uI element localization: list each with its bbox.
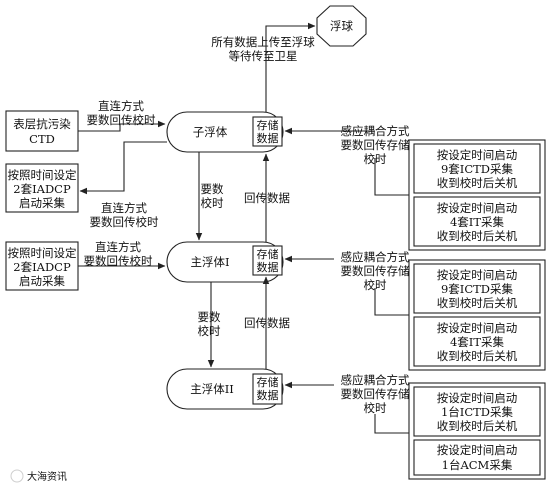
right-group-1-box-1-line1: 按设定时间启动 — [437, 148, 518, 162]
adcp-mid-box-line3: 启动采集 — [19, 274, 65, 288]
request-label-a-line2: 校时 — [201, 196, 224, 210]
adcp-mid-box-line1: 按照时间设定 — [8, 246, 77, 260]
right-group-1-box-1 — [413, 143, 541, 194]
direct-label-b-line1: 直连方式 — [101, 201, 147, 215]
upload-to-buoy-arrow — [265, 22, 316, 112]
right-group-1-box-2-line2: 4套IT采集 — [450, 215, 505, 229]
return-label-a: 回传数据 — [244, 191, 290, 205]
right-group-3-box-1-line1: 按设定时间启动 — [437, 391, 518, 405]
ctd-box: 表层抗污染 CTD — [5, 110, 79, 152]
inductive-connector-a — [374, 158, 409, 196]
adcp-top-box-line1: 按照时间设定 — [8, 168, 77, 182]
right-group-2-box-1-line3: 收到校时后关机 — [437, 296, 518, 310]
right-group-3-box-2-line2: 1台ACM采集 — [442, 458, 513, 472]
request-label-a-line1: 要数 — [201, 182, 224, 196]
adcp-top-box-line3: 启动采集 — [19, 196, 65, 210]
adcp-top-box-line2: 2套IADCP — [13, 182, 71, 196]
sub-buoy-storage-box — [252, 116, 283, 147]
inductive-connector-c — [374, 414, 409, 434]
main-buoy-2-storage-line2: 数据 — [257, 388, 279, 402]
main-buoy-1-node: 主浮体I 存储 数据 — [166, 241, 284, 283]
upload-note-line1: 所有数据上传至浮球 — [211, 35, 315, 49]
buoy-node: 浮球 — [316, 5, 367, 47]
right-group-1-box-1-line2: 9套ICTD采集 — [441, 162, 514, 176]
inductive-label-c-line2: 要数回传存储 — [341, 387, 410, 401]
ctd-box-rect — [5, 110, 79, 152]
right-group-3-box-1-line2: 1台ICTD采集 — [441, 405, 514, 419]
right-group-2-box-2-line3: 收到校时后关机 — [437, 349, 518, 363]
adcp-mid-box-line2: 2套IADCP — [13, 260, 71, 274]
watermark-logo-icon — [10, 469, 24, 483]
adcp-top-box-rect — [5, 163, 79, 213]
direct-label-c-line1: 直连方式 — [95, 240, 141, 254]
request-label-b-line1: 要数 — [198, 310, 221, 324]
adcp-mid-box: 按照时间设定 2套IADCP 启动采集 — [5, 241, 79, 291]
direct-label-a-line2: 要数回传校时 — [87, 113, 156, 127]
right-group-2-box-2-line1: 按设定时间启动 — [437, 321, 518, 335]
ctd-box-line2: CTD — [29, 132, 55, 146]
inductive-label-c-line3: 校时 — [364, 401, 387, 415]
inductive-label-b-line2: 要数回传存储 — [341, 264, 410, 278]
ctd-box-line1: 表层抗污染 — [13, 117, 71, 131]
buoy-octagon — [316, 5, 367, 47]
right-group-1-box-2-line3: 收到校时后关机 — [437, 229, 518, 243]
watermark-text: 大海资讯 — [27, 470, 67, 483]
right-group-2-box-1-line1: 按设定时间启动 — [437, 268, 518, 282]
right-group-2-box-2 — [413, 316, 541, 367]
sub-buoy-storage-line2: 数据 — [257, 131, 279, 145]
inductive-label-a-line3: 校时 — [364, 152, 387, 166]
right-group-3: 按设定时间启动 1台ICTD采集 收到校时后关机 按设定时间启动 1台ACM采集 — [408, 382, 546, 480]
inductive-connector-b — [374, 288, 409, 316]
main-buoy-2-node: 主浮体II 存储 数据 — [166, 368, 284, 410]
inductive-label-a-line2: 要数回传存储 — [341, 138, 410, 152]
ctd-to-sub-buoy-arrow — [78, 120, 166, 132]
main-buoy-2-storage-box — [252, 373, 283, 405]
main-buoy-1-label: 主浮体I — [190, 255, 229, 269]
adcp-mid-box-rect — [5, 241, 79, 291]
main-buoy-1-storage-box — [252, 245, 283, 276]
return-label-b: 回传数据 — [244, 316, 290, 330]
right-group-3-box-2-line1: 按设定时间启动 — [437, 443, 518, 457]
watermark: 大海资讯 — [10, 469, 67, 483]
main-buoy-2-storage-line1: 存储 — [257, 375, 279, 389]
request-label-b-line2: 校时 — [198, 324, 221, 338]
right-group-2-box-2-line2: 4套IT采集 — [450, 335, 505, 349]
right-group-2-box-1-line2: 9套ICTD采集 — [441, 282, 514, 296]
right-group-3-box-2 — [413, 439, 541, 476]
right-group-3-box-1-line3: 收到校时后关机 — [437, 419, 518, 433]
sub-buoy-to-adcp-arrow — [79, 141, 167, 195]
inductive-label-a-line1: 感应耦合方式 — [341, 124, 410, 138]
direct-label-b-line2: 要数回传校时 — [90, 215, 159, 229]
right-group-1-box-2 — [413, 196, 541, 247]
main-buoy-1-storage-line1: 存储 — [257, 247, 279, 261]
sub-buoy-storage-line1: 存储 — [257, 118, 279, 132]
buoy-label: 浮球 — [330, 19, 353, 33]
main-buoy-2-label: 主浮体II — [190, 382, 234, 396]
adcp-top-box: 按照时间设定 2套IADCP 启动采集 — [5, 163, 79, 213]
right-group-1-box-2-line1: 按设定时间启动 — [437, 201, 518, 215]
sub-buoy-label: 子浮体 — [193, 125, 228, 139]
direct-label-a-line1: 直连方式 — [98, 99, 144, 113]
inductive-label-b-line1: 感应耦合方式 — [341, 250, 410, 264]
sub-buoy-node: 子浮体 存储 数据 — [166, 111, 284, 153]
right-group-1: 按设定时间启动 9套ICTD采集 收到校时后关机 按设定时间启动 4套IT采集 … — [408, 139, 546, 251]
inductive-label-c-line1: 感应耦合方式 — [341, 373, 410, 387]
upload-note-line2: 等待传至卫星 — [229, 49, 298, 63]
inductive-label-b-line3: 校时 — [364, 278, 387, 292]
right-group-1-box-1-line3: 收到校时后关机 — [437, 176, 518, 190]
right-group-2: 按设定时间启动 9套ICTD采集 收到校时后关机 按设定时间启动 4套IT采集 … — [408, 259, 546, 371]
right-group-2-box-1 — [413, 263, 541, 314]
main-buoy-1-storage-line2: 数据 — [257, 260, 279, 274]
right-group-3-box-1 — [413, 386, 541, 437]
direct-label-c-line2: 要数回传校时 — [84, 254, 153, 268]
